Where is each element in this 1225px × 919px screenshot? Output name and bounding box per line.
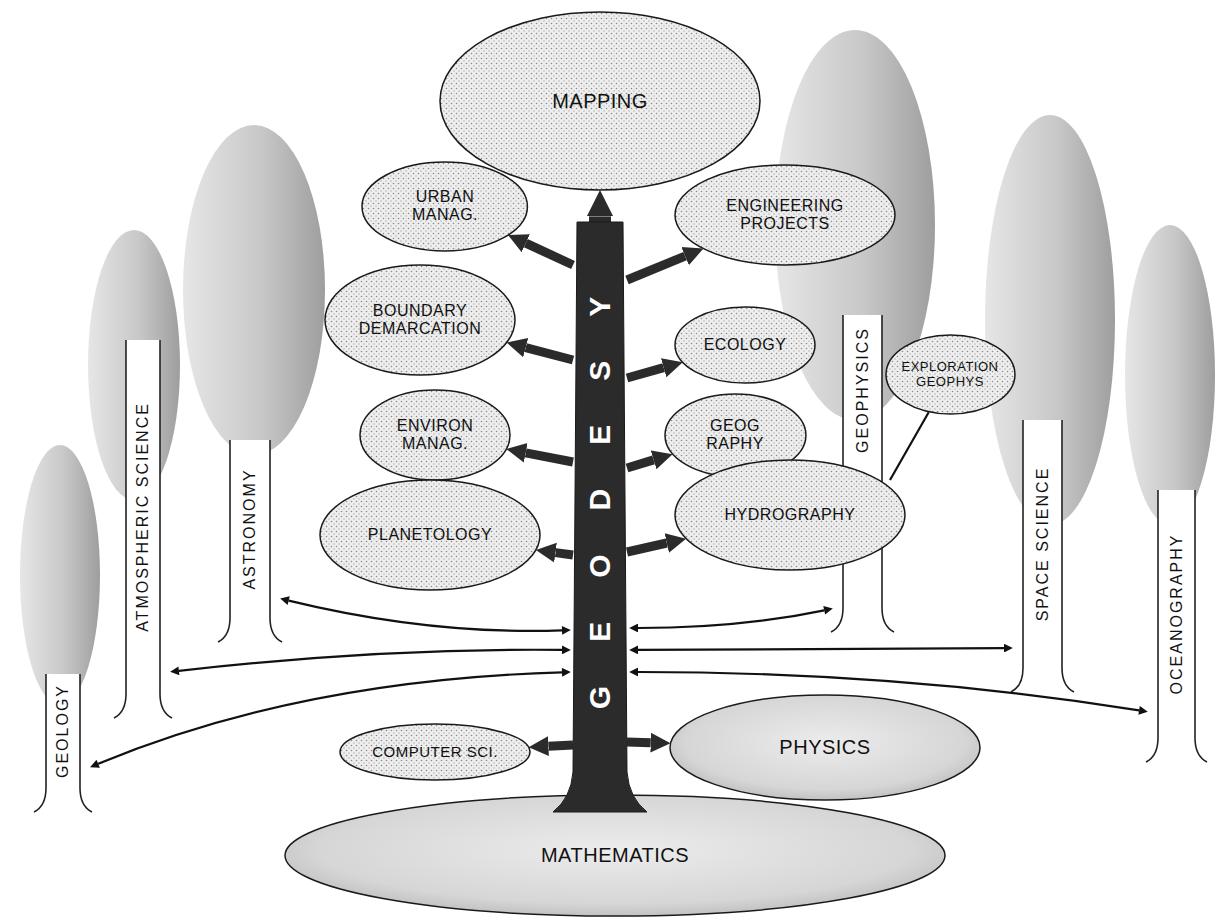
node-label: PHYSICS (779, 736, 870, 759)
text-wrap: URBAN MANAG. (382, 188, 507, 225)
node-label: COMPUTER SCI. (372, 743, 498, 760)
link-arrow (289, 601, 562, 631)
tree-trunk: SPACE SCIENCE (1015, 420, 1070, 692)
node-label: HYDROGRAPHY (725, 506, 856, 524)
branch-ellipse: EXPLORATION GEOPHYS (886, 335, 1015, 414)
tree-canopy (183, 125, 325, 455)
ellipse-outline (340, 724, 530, 780)
tree-label: ATMOSPHERIC SCIENCE (135, 402, 151, 632)
node-label: PLANETOLOGY (368, 526, 492, 544)
node-label: EXPLORATION GEOPHYS (901, 360, 998, 390)
ellipse-outline (670, 695, 980, 800)
trunk-body (553, 222, 647, 812)
branch-arrow (627, 460, 654, 468)
text-wrap: BOUNDARY DEMARCATION (346, 302, 494, 339)
trunk-outline (218, 440, 282, 642)
text-wrap: GEOG RAPHY (684, 417, 785, 454)
tree-label: ASTRONOMY (242, 468, 258, 589)
node-label: ENGINEERING PROJECTS (699, 197, 871, 234)
trunk-outline (1146, 490, 1207, 762)
branch-arrow (526, 453, 573, 462)
tree-trunk: OCEANOGRAPHY (1150, 490, 1203, 762)
node-label: URBAN MANAG. (382, 188, 507, 225)
text-wrap: MATHEMATICS (541, 844, 689, 867)
branch-arrow (627, 738, 651, 748)
branch-arrow (526, 243, 573, 265)
node-label: MAPPING (552, 90, 648, 113)
tree-trunk: ATMOSPHERIC SCIENCE (118, 340, 168, 718)
ellipse-outline (285, 795, 945, 916)
branch-ellipse: HYDROGRAPHY (675, 460, 905, 570)
tree-canopy (20, 445, 100, 705)
branch-ellipse: ENVIRON MANAG. (360, 390, 510, 480)
tree-trunk: ASTRONOMY (222, 440, 278, 642)
ellipse-outline (360, 390, 510, 480)
branch-arrow (627, 543, 667, 552)
trunk-outline (34, 674, 92, 812)
geodesy-trunk: GEODESY (573, 222, 627, 812)
text-wrap: ENVIRON MANAG. (377, 417, 494, 454)
tree-label: SPACE SCIENCE (1035, 467, 1051, 622)
link-arrow (890, 412, 929, 480)
ellipse-outline (675, 165, 895, 265)
branch-ellipse: URBAN MANAG. (362, 162, 527, 251)
ellipse-outline (886, 335, 1015, 414)
node-label: ECOLOGY (704, 336, 787, 354)
text-wrap: MAPPING (552, 90, 648, 113)
link-arrow (98, 672, 562, 764)
node-label: GEOG RAPHY (684, 417, 785, 454)
base-ellipse: MATHEMATICS (285, 795, 945, 916)
tree-label: OCEANOGRAPHY (1169, 534, 1185, 695)
trunk-title: GEODESY (585, 253, 615, 753)
branch-ellipse: PLANETOLOGY (320, 480, 540, 590)
text-wrap: COMPUTER SCI. (372, 743, 498, 760)
link-arrow (638, 648, 1004, 650)
ellipse-outline (440, 12, 760, 190)
branch-arrow (548, 745, 573, 746)
ellipse-outline (325, 265, 515, 375)
text-wrap: ENGINEERING PROJECTS (699, 197, 871, 234)
trunk-outline (1011, 420, 1074, 692)
tree-trunk: GEOLOGY (38, 674, 88, 812)
node-label: MATHEMATICS (541, 844, 689, 867)
tree-label: GEOPHYSICS (855, 327, 871, 453)
base-ellipse: PHYSICS (670, 695, 980, 800)
ellipse-outline (362, 162, 527, 251)
branch-ellipse: ENGINEERING PROJECTS (675, 165, 895, 265)
text-wrap: ECOLOGY (704, 336, 787, 354)
branch-arrow (627, 256, 685, 280)
branch-arrow (589, 216, 611, 222)
branch-arrow (556, 553, 574, 555)
branch-arrow (526, 348, 573, 360)
link-arrow (179, 650, 562, 671)
text-wrap: PHYSICS (779, 736, 870, 759)
link-arrow (638, 610, 824, 628)
ellipse-outline (675, 460, 905, 570)
text-wrap: PLANETOLOGY (368, 526, 492, 544)
branch-ellipse: MAPPING (440, 12, 760, 190)
branch-ellipse: BOUNDARY DEMARCATION (325, 265, 515, 375)
node-label: BOUNDARY DEMARCATION (346, 302, 494, 339)
text-wrap: HYDROGRAPHY (725, 506, 856, 524)
trunk-outline (114, 340, 172, 718)
branch-ellipse: ECOLOGY (675, 307, 815, 383)
ellipse-outline (320, 480, 540, 590)
branch-ellipse: COMPUTER SCI. (340, 724, 530, 780)
ellipse-outline (675, 307, 815, 383)
tree-label: GEOLOGY (55, 684, 71, 778)
tree-canopy (1125, 225, 1215, 525)
text-wrap: EXPLORATION GEOPHYS (901, 360, 998, 390)
node-label: ENVIRON MANAG. (377, 417, 494, 454)
branch-arrow (627, 368, 664, 378)
trunk-outline (831, 315, 894, 632)
